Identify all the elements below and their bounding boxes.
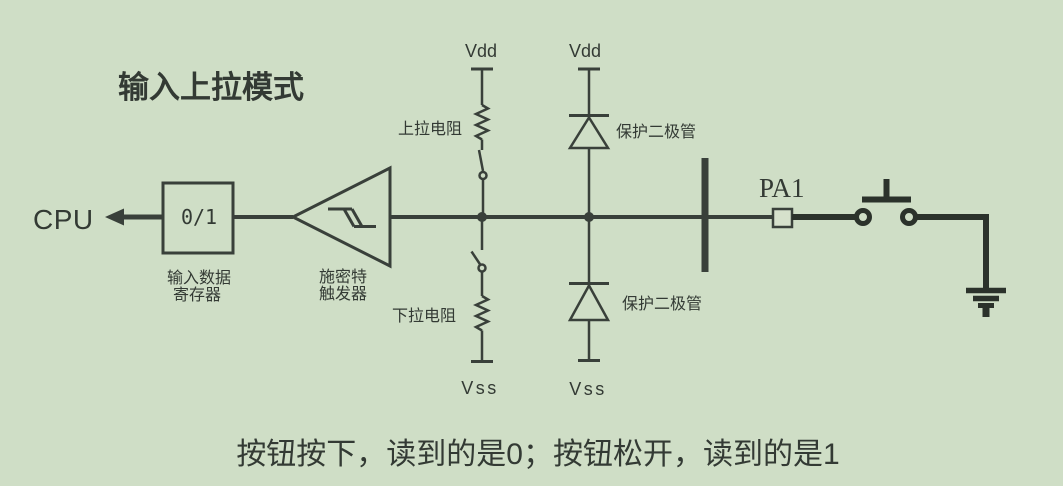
diode-bottom-label: 保护二极管 (622, 294, 702, 313)
schmitt-label-line1: 施密特 (319, 267, 367, 286)
hysteresis-icon (328, 207, 376, 228)
register-label-line2: 寄存器 (173, 285, 221, 304)
pullup-label: 上拉电阻 (398, 119, 462, 138)
diagram-title: 输入上拉模式 (118, 70, 304, 105)
schmitt-label-line2: 触发器 (319, 284, 367, 303)
diode-top-label: 保护二极管 (616, 122, 696, 141)
pulldown-resistor-icon (472, 294, 492, 332)
pulldown-rail-label: Vss (461, 378, 499, 398)
pulldown-label: 下拉电阻 (392, 306, 456, 325)
pullup-resistor-icon (472, 103, 492, 141)
button-terminal-right-icon (900, 208, 918, 226)
pin-pad-square (771, 207, 794, 229)
register-value: 0/1 (181, 205, 217, 229)
pulldown-switch-contact-icon (477, 263, 487, 273)
pulldown-switch-lever (470, 250, 482, 266)
button-terminal-left-icon (854, 208, 872, 226)
cpu-arrow-head-icon (105, 208, 124, 226)
pullup-rail-label: Vdd (465, 41, 497, 61)
pullup-switch-lever (477, 149, 485, 172)
junction-dot-diode (584, 212, 594, 222)
junction-dot-pullup (477, 212, 487, 222)
pin-label: PA1 (759, 173, 805, 203)
diode-bottom-rail-label: Vss (569, 379, 607, 399)
diode-top-rail-label: Vdd (569, 41, 601, 61)
pullup-switch-contact-icon (478, 170, 488, 181)
caption-text: 按钮按下，读到的是0；按钮松开，读到的是1 (236, 438, 839, 471)
register-label-line1: 输入数据 (167, 268, 231, 287)
cpu-label: CPU (33, 204, 94, 235)
